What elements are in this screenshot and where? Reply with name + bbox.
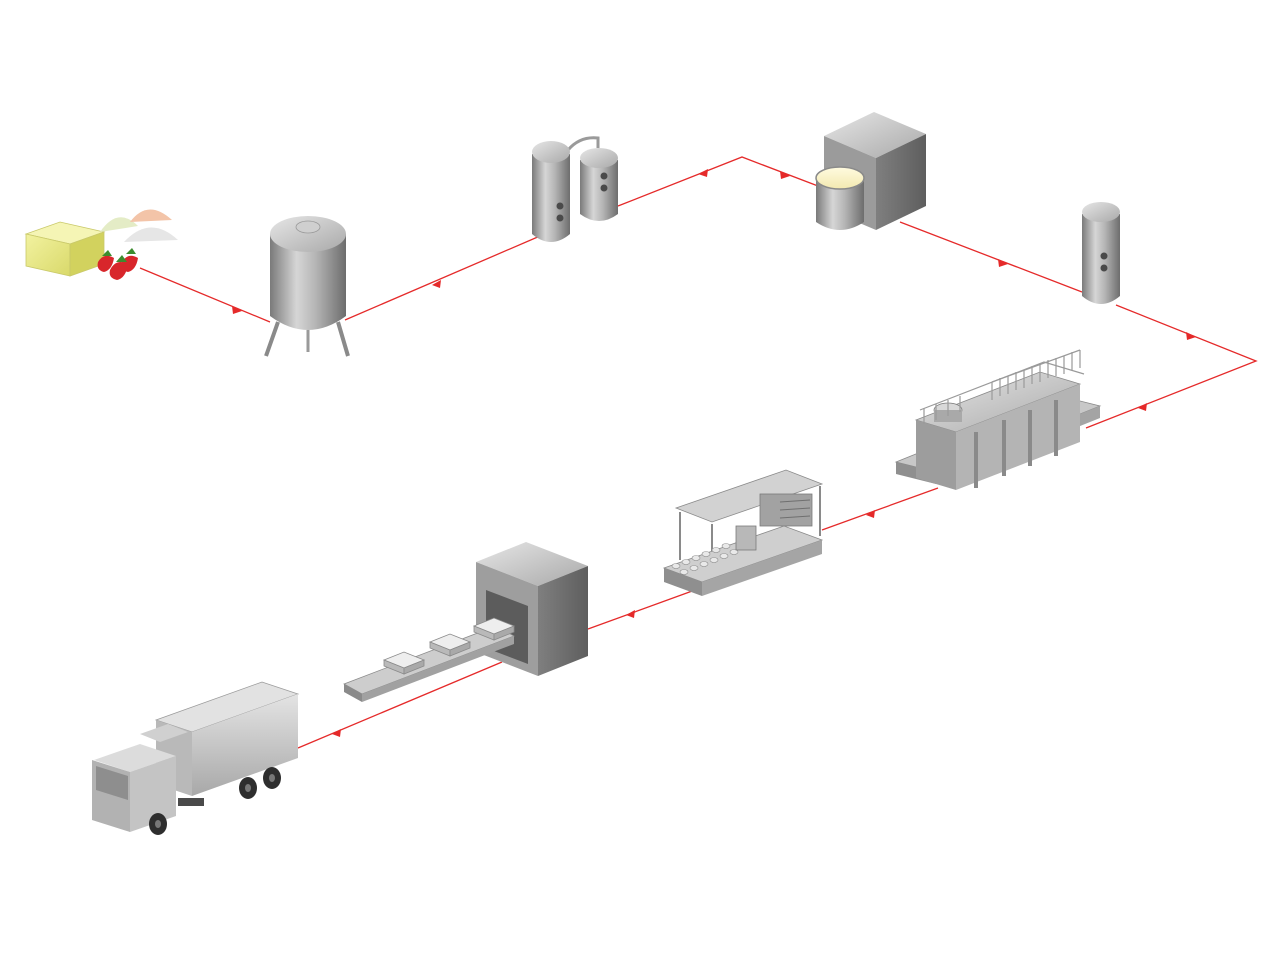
flow-arrow bbox=[332, 729, 341, 737]
flow-line-segment bbox=[344, 235, 541, 321]
flow-arrow bbox=[698, 169, 708, 177]
flow-arrow bbox=[1138, 403, 1147, 411]
flow-arrow bbox=[866, 510, 875, 518]
flow-line-segment bbox=[587, 589, 696, 630]
flow-line-segment bbox=[899, 221, 1083, 293]
flow-arrow bbox=[780, 171, 790, 179]
mixing-tank-icon bbox=[264, 216, 350, 357]
ingredients-icon bbox=[24, 209, 178, 280]
aging-tank-icon bbox=[1082, 202, 1120, 304]
truck-icon bbox=[92, 681, 300, 835]
flow-line-segment bbox=[297, 661, 503, 749]
flow-line-segment bbox=[617, 156, 819, 207]
freezer-line-icon bbox=[894, 349, 1102, 490]
flow-arrow bbox=[1186, 332, 1196, 340]
flow-arrows bbox=[232, 169, 1196, 737]
flow-arrow bbox=[626, 610, 635, 618]
filling-machine-icon bbox=[662, 469, 824, 596]
flow-arrow bbox=[432, 280, 441, 288]
hardening-tunnel-icon bbox=[343, 542, 588, 702]
flow-lines bbox=[139, 156, 1258, 749]
flow-line-segment bbox=[139, 267, 271, 323]
twin-tank-icon bbox=[532, 136, 618, 242]
flow-line-segment bbox=[1085, 304, 1258, 429]
flow-arrow bbox=[998, 259, 1008, 267]
flow-line-segment bbox=[821, 487, 939, 531]
flow-arrow bbox=[232, 306, 242, 314]
homogenizer-icon bbox=[815, 112, 926, 230]
